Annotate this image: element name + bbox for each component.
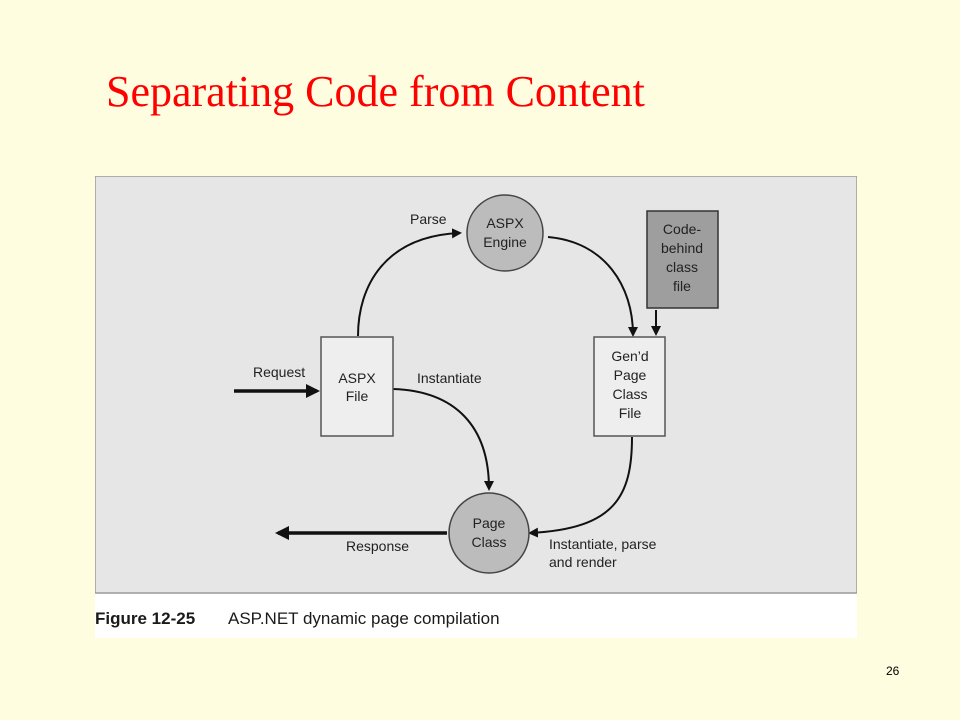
- parse-label: Parse: [410, 211, 447, 227]
- page-class-node: [448, 492, 530, 574]
- response-label: Response: [346, 538, 409, 554]
- aspx-file-label-2: File: [346, 388, 369, 404]
- page-class-label-1: Page: [473, 515, 506, 531]
- figure-caption: Figure 12-25 ASP.NET dynamic page compila…: [95, 609, 857, 635]
- code-behind-label-1: Code-: [663, 221, 701, 237]
- instantiate-edge: [392, 388, 494, 491]
- engine-to-genclass-edge: [547, 236, 638, 337]
- code-behind-label-3: class: [666, 259, 698, 275]
- gend-page-class-label-2: Page: [614, 367, 647, 383]
- figure: ASPX Engine Code- behind class file ASPX…: [95, 176, 857, 638]
- code-behind-label-4: file: [673, 278, 691, 294]
- parse-edge: [357, 228, 462, 337]
- aspx-file-node: [320, 336, 394, 437]
- figure-caption-text: ASP.NET dynamic page compilation: [228, 609, 500, 628]
- aspx-engine-label-1: ASPX: [486, 215, 524, 231]
- gend-page-class-label-4: File: [619, 405, 642, 421]
- instantiate-parse-render-edge: [528, 436, 633, 538]
- aspx-file-label-1: ASPX: [338, 370, 376, 386]
- slide-title: Separating Code from Content: [106, 67, 645, 116]
- aspx-engine-label-2: Engine: [483, 234, 527, 250]
- gend-page-class-label-3: Class: [612, 386, 647, 402]
- request-label: Request: [253, 364, 305, 380]
- compilation-diagram: ASPX Engine Code- behind class file ASPX…: [95, 176, 857, 594]
- page-class-label-2: Class: [471, 534, 506, 550]
- figure-number: Figure 12-25: [95, 609, 196, 628]
- instantiate-label: Instantiate: [417, 370, 482, 386]
- instantiate-parse-render-label-1: Instantiate, parse: [549, 536, 657, 552]
- gend-page-class-label-1: Gen’d: [611, 348, 648, 364]
- instantiate-parse-render-label-2: and render: [549, 554, 617, 570]
- code-behind-node: [646, 210, 719, 309]
- aspx-engine-node: [466, 194, 544, 272]
- code-behind-label-2: behind: [661, 240, 703, 256]
- gend-page-class-node: [593, 336, 666, 437]
- page-number: 26: [886, 664, 900, 678]
